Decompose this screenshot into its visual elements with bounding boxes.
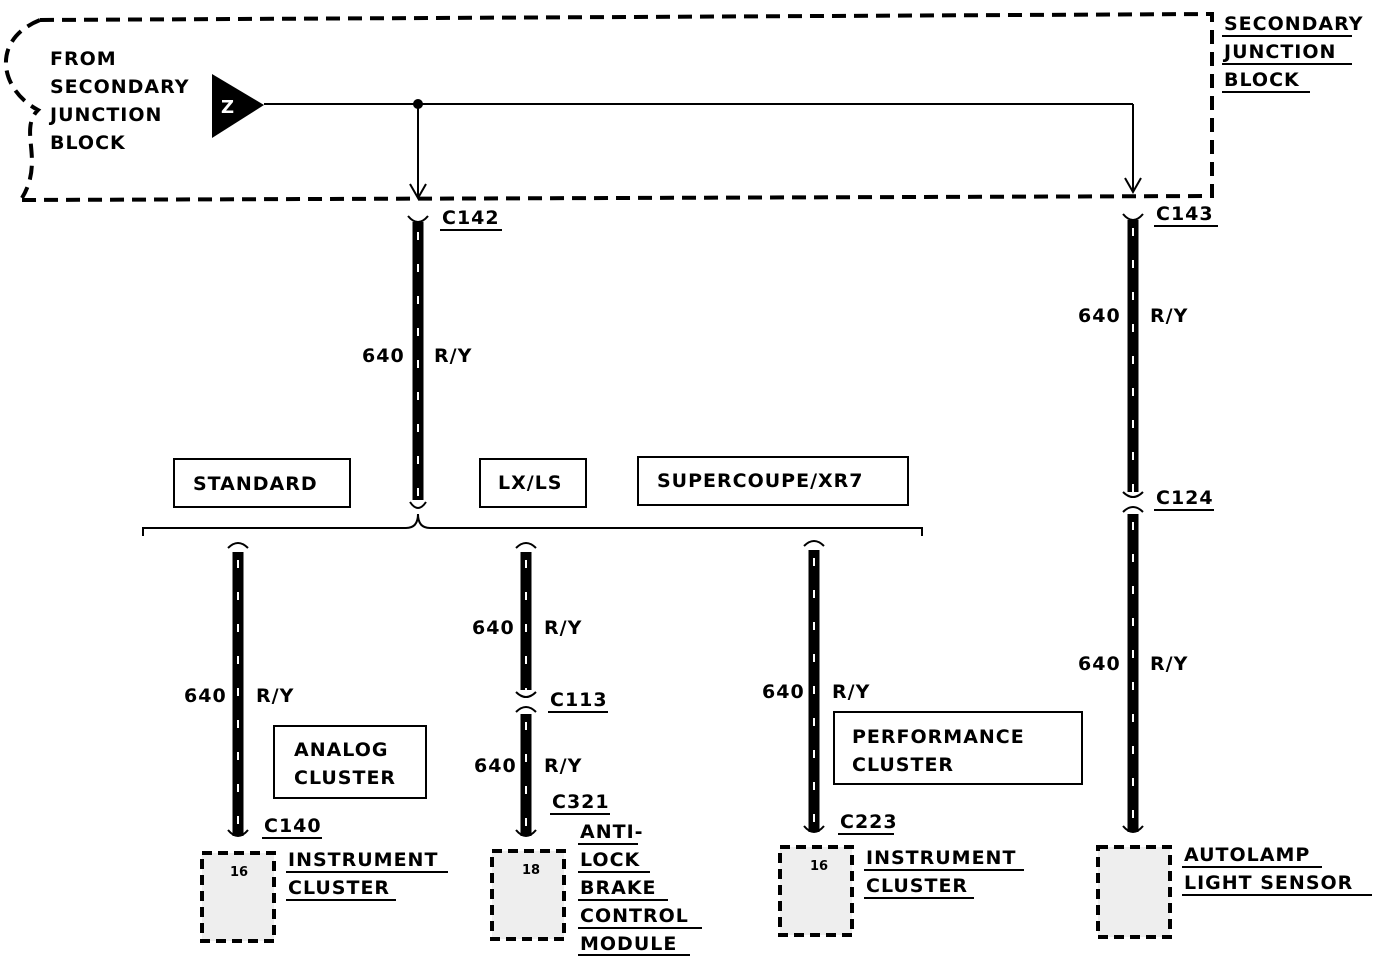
component-abs-module	[490, 849, 566, 941]
source-label-line-3: JUNCTION	[48, 104, 162, 126]
c321-label: C321	[552, 791, 610, 813]
option-box-lxls	[479, 458, 587, 508]
wire-c143-number: 640	[1078, 305, 1121, 327]
component-abs-name-4: CONTROL	[580, 905, 689, 927]
wire-standard-color: R/Y	[256, 685, 294, 707]
option-brace	[142, 513, 923, 536]
component-autolamp-sensor	[1096, 845, 1172, 939]
option-supercoupe-label: SUPERCOUPE/XR7	[657, 470, 864, 492]
option-box-supercoupe	[637, 456, 909, 506]
option-box-standard	[173, 458, 351, 508]
note-performance-line-2: CLUSTER	[852, 754, 954, 776]
junction-block-outline	[3, 11, 1214, 202]
wire-standard-number: 640	[184, 685, 227, 707]
c143-label: C143	[1156, 203, 1214, 225]
component-abs-name-2: LOCK	[580, 849, 641, 871]
component-analog-name-1: INSTRUMENT	[288, 849, 438, 871]
component-abs-name-3: BRAKE	[580, 877, 657, 899]
wire-c142-number: 640	[362, 345, 405, 367]
note-box-analog	[273, 725, 427, 799]
wire-c124-number: 640	[1078, 653, 1121, 675]
component-autolamp-name-2: LIGHT SENSOR	[1184, 872, 1353, 894]
junction-block-title-2: JUNCTION	[1222, 41, 1336, 63]
note-analog-line-1: ANALOG	[294, 739, 389, 761]
wire-c143-color: R/Y	[1150, 305, 1188, 327]
c113-label: C113	[550, 689, 608, 711]
component-abs-name-5: MODULE	[580, 933, 677, 955]
pin-analog-cluster: 16	[230, 865, 248, 880]
source-connector-letter: Z	[221, 97, 234, 118]
junction-block-title-3: BLOCK	[1224, 69, 1300, 91]
wire-lxls-lower-color: R/Y	[544, 755, 582, 777]
c142-connector-mark	[407, 215, 429, 223]
c140-label: C140	[264, 815, 322, 837]
component-autolamp-name-1: AUTOLAMP	[1184, 844, 1310, 866]
option-lxls-label: LX/LS	[498, 472, 563, 494]
c124-label: C124	[1156, 487, 1214, 509]
junction-block-title-1: SECONDARY	[1224, 13, 1364, 35]
wire-c124-color: R/Y	[1150, 653, 1188, 675]
c142-label: C142	[442, 207, 500, 229]
source-label-line-2: SECONDARY	[50, 76, 190, 98]
component-analog-name-2: CLUSTER	[288, 877, 390, 899]
wire-supercoupe-number: 640	[762, 681, 805, 703]
option-standard-label: STANDARD	[193, 473, 318, 495]
source-label-line-4: BLOCK	[50, 132, 126, 154]
wire-supercoupe-color: R/Y	[832, 681, 870, 703]
component-abs-name-1: ANTI-	[580, 821, 644, 843]
source-label-line-1: FROM	[50, 48, 117, 70]
note-analog-line-2: CLUSTER	[294, 767, 396, 789]
note-performance-line-1: PERFORMANCE	[852, 726, 1025, 748]
wire-lxls-lower-number: 640	[474, 755, 517, 777]
c223-label: C223	[840, 811, 898, 833]
component-instrument-cluster-analog	[200, 851, 276, 943]
component-instrument-cluster-performance	[778, 845, 854, 937]
wire-lxls-upper-number: 640	[472, 617, 515, 639]
source-connector-z	[212, 74, 264, 138]
component-performance-name-1: INSTRUMENT	[866, 847, 1016, 869]
pin-performance-cluster: 16	[810, 859, 828, 874]
component-performance-name-2: CLUSTER	[866, 875, 968, 897]
pin-abs-module: 18	[522, 863, 540, 878]
wire-c142-color: R/Y	[434, 345, 472, 367]
wire-lxls-upper-color: R/Y	[544, 617, 582, 639]
note-box-performance	[833, 711, 1083, 785]
